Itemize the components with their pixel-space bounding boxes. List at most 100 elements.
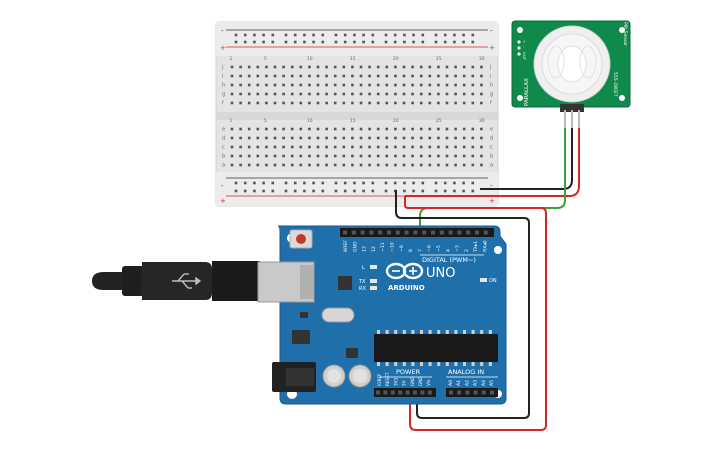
breadboard-hole xyxy=(265,154,268,158)
pir-title-label: PIR Sensor xyxy=(622,22,628,46)
breadboard-hole xyxy=(316,145,320,149)
breadboard-hole xyxy=(402,74,406,78)
breadboard-hole xyxy=(359,154,363,158)
power-pin-label: GND xyxy=(418,376,423,386)
digital-pin-label: ~9 xyxy=(399,245,405,252)
breadboard-hole xyxy=(299,101,303,105)
chip-pin xyxy=(471,330,475,334)
rail-hole xyxy=(462,189,465,193)
breadboard-hole xyxy=(480,83,483,87)
breadboard-hole xyxy=(299,83,303,87)
breadboard-hole xyxy=(471,154,475,158)
chip-pin xyxy=(394,330,398,334)
digital-pin-hole xyxy=(369,230,374,235)
top-plus-left: + xyxy=(220,44,226,52)
breadboard-hole xyxy=(376,136,380,140)
rail-hole xyxy=(403,40,406,44)
rail-hole xyxy=(443,189,447,193)
analog-header xyxy=(446,388,498,397)
breadboard-hole xyxy=(273,83,277,87)
rail-hole xyxy=(271,40,275,44)
breadboard-hole xyxy=(282,92,285,96)
arduino-logo-icon xyxy=(385,262,424,280)
breadboard-hole xyxy=(394,145,397,149)
breadboard-hole xyxy=(419,154,423,158)
breadboard-hole xyxy=(230,83,234,87)
analog-pin-hole xyxy=(490,390,494,395)
power-pin-hole xyxy=(376,390,380,395)
breadboard-hole xyxy=(299,145,303,149)
breadboard-hole xyxy=(290,83,294,87)
breadboard-hole xyxy=(247,154,251,158)
breadboard-hole xyxy=(419,127,423,131)
breadboard-hole xyxy=(265,83,268,87)
breadboard-hole xyxy=(394,163,397,167)
chip-pin xyxy=(411,330,415,334)
digital-pin-label: ~11 xyxy=(380,242,386,252)
rail-hole xyxy=(243,33,247,37)
breadboard-hole xyxy=(333,136,337,140)
rail-hole xyxy=(343,189,347,193)
analog-pin-label: A5 xyxy=(489,380,495,386)
column-label: 20 xyxy=(393,56,399,62)
rail-hole xyxy=(271,189,275,193)
rail-hole xyxy=(434,33,438,37)
breadboard-hole xyxy=(230,65,234,69)
digital-pin-hole xyxy=(448,230,453,235)
breadboard-hole xyxy=(290,163,294,167)
rail-hole xyxy=(393,181,397,185)
breadboard: - + - + - + - + 115510101515202025253030… xyxy=(215,21,499,207)
breadboard-hole xyxy=(351,92,354,96)
rail-hole xyxy=(334,33,338,37)
breadboard-hole xyxy=(411,127,414,131)
rail-hole xyxy=(471,189,475,193)
breadboard-hole xyxy=(325,74,328,78)
digital-pin-label: 2 xyxy=(464,249,470,252)
breadboard-hole xyxy=(230,74,234,78)
breadboard-hole xyxy=(351,74,354,78)
rail-hole xyxy=(334,189,338,193)
rail-hole xyxy=(453,33,456,37)
breadboard-hole xyxy=(308,101,311,105)
digital-pin-label: RX◂0 xyxy=(483,240,489,252)
chip-pin xyxy=(428,362,432,366)
rail-hole xyxy=(421,189,425,193)
row-label: i xyxy=(490,74,491,80)
rail-hole xyxy=(421,40,425,44)
rail-hole xyxy=(393,40,397,44)
pir-pin-label: - xyxy=(522,46,526,48)
breadboard-hole xyxy=(471,136,475,140)
rail-hole xyxy=(412,181,415,185)
chip-pin xyxy=(428,330,432,334)
breadboard-hole xyxy=(480,101,483,105)
breadboard-hole xyxy=(265,65,268,69)
breadboard-hole xyxy=(282,154,285,158)
power-pin-label: RESET xyxy=(385,372,390,386)
breadboard-hole xyxy=(445,74,449,78)
digital-pin-hole xyxy=(343,230,347,235)
breadboard-hole xyxy=(230,154,234,158)
digital-pin-hole xyxy=(395,230,400,235)
digital-pin-hole xyxy=(422,230,427,235)
breadboard-hole xyxy=(239,74,242,78)
digital-label: DIGITAL (PWM~) xyxy=(422,256,476,264)
breadboard-hole xyxy=(299,127,303,131)
row-label: j xyxy=(489,65,491,71)
breadboard-hole xyxy=(428,65,432,69)
breadboard-hole xyxy=(299,154,303,158)
row-label: d xyxy=(490,136,493,142)
rail-hole xyxy=(262,189,265,193)
rail-hole xyxy=(312,33,315,37)
digital-pin-label: 8 xyxy=(408,249,414,252)
breadboard-hole xyxy=(376,101,380,105)
breadboard-hole xyxy=(462,163,466,167)
breadboard-hole xyxy=(256,101,260,105)
pir-pin-label: + xyxy=(522,40,526,43)
power-label: POWER xyxy=(396,368,421,376)
breadboard-hole xyxy=(290,101,294,105)
breadboard-hole xyxy=(256,127,260,131)
breadboard-hole xyxy=(376,163,380,167)
breadboard-hole xyxy=(333,163,337,167)
l-label: L xyxy=(362,265,365,271)
breadboard-hole xyxy=(368,92,371,96)
